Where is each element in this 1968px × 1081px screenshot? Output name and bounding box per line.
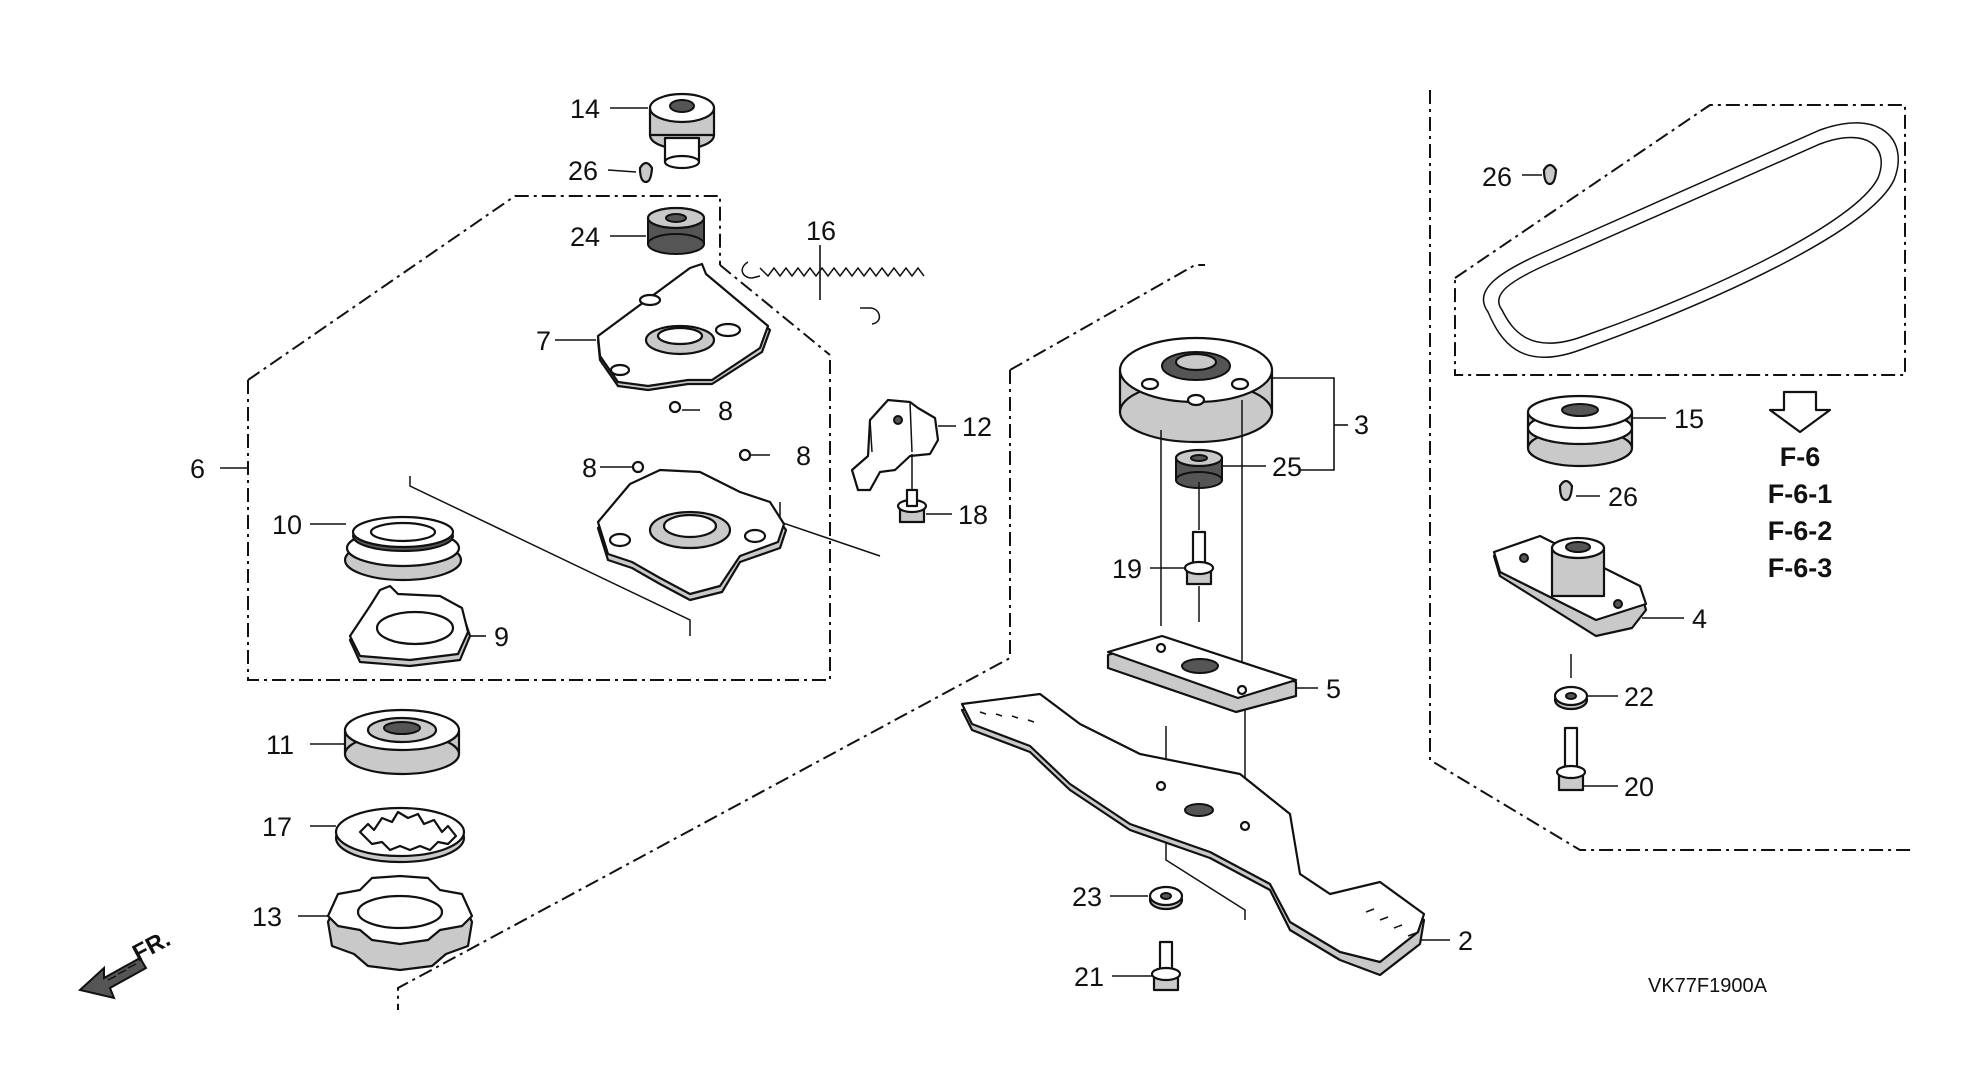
reference-f6-2: F-6-2 <box>1768 516 1833 546</box>
subgroup-line-a <box>409 476 691 636</box>
callout-8-a: 8 <box>718 396 733 426</box>
callout-11: 11 <box>266 730 294 760</box>
callout-13: 13 <box>252 902 282 932</box>
callout-24: 24 <box>570 222 600 252</box>
callout-6: 6 <box>190 454 205 484</box>
part-19-bolt <box>1183 530 1215 586</box>
part-26-key-a <box>638 161 654 184</box>
part-12-bracket <box>850 398 940 492</box>
part-lower-plate <box>596 468 788 602</box>
callout-25: 25 <box>1272 452 1302 482</box>
callout-9: 9 <box>494 622 509 652</box>
part-10-spring-coil <box>343 515 463 582</box>
callout-17: 17 <box>262 812 292 842</box>
part-4-pulley-mount <box>1492 534 1648 638</box>
callout-22: 22 <box>1624 682 1654 712</box>
part-22-washer <box>1553 685 1589 711</box>
callout-18: 18 <box>958 500 988 530</box>
callout-7: 7 <box>536 326 551 356</box>
assembly-axis-lines <box>1160 400 1246 920</box>
part-14-pulley <box>648 92 716 170</box>
callout-2: 2 <box>1458 926 1473 956</box>
front-direction-arrow <box>77 956 148 1000</box>
part-18-bolt <box>896 454 928 524</box>
belt-group-boundary <box>1429 90 1915 851</box>
blade-group-boundary <box>397 264 1205 1010</box>
callout-26-lower: 26 <box>1608 482 1638 512</box>
part-24-bearing <box>646 206 706 255</box>
part-16-spring <box>741 261 925 325</box>
part-11-pulley-plate <box>343 708 461 776</box>
reference-arrow <box>1768 390 1832 434</box>
part-9-clip <box>348 584 472 668</box>
reference-f6-3: F-6-3 <box>1768 553 1833 583</box>
callout-19: 19 <box>1112 554 1142 584</box>
part-23-washer <box>1148 885 1184 911</box>
callout-26-top: 26 <box>568 156 598 186</box>
part-15-pulley <box>1526 394 1634 468</box>
part-8-ball-c <box>631 460 645 474</box>
belt <box>1482 122 1899 359</box>
callout-4: 4 <box>1692 604 1707 634</box>
callout-21: 21 <box>1074 962 1104 992</box>
part-26-key-b <box>1542 163 1558 186</box>
callout-5: 5 <box>1326 674 1341 704</box>
part-20-bolt <box>1555 726 1587 792</box>
callout-20: 20 <box>1624 772 1654 802</box>
callout-10: 10 <box>272 510 302 540</box>
callout-12: 12 <box>962 412 992 442</box>
callout-8-c: 8 <box>796 441 811 471</box>
part-8-ball-a <box>668 400 682 414</box>
part-13-nut <box>326 874 474 972</box>
callout-15: 15 <box>1674 404 1704 434</box>
part-7-plate <box>596 262 772 392</box>
callout-8-b: 8 <box>582 453 597 483</box>
part-17-washer <box>334 806 466 864</box>
reference-f6: F-6 <box>1780 442 1821 472</box>
callout-23: 23 <box>1072 882 1102 912</box>
part-26-key-c <box>1558 479 1574 502</box>
callout-26-right: 26 <box>1482 162 1512 192</box>
diagram-code: VK77F1900A <box>1648 975 1768 997</box>
part-2-blade <box>960 692 1426 977</box>
callout-14: 14 <box>570 94 600 124</box>
part-5-plate <box>1106 634 1298 714</box>
reference-f6-1: F-6-1 <box>1768 479 1833 509</box>
part-8-ball-b <box>738 448 752 462</box>
leader-lines <box>220 107 1684 977</box>
callout-16: 16 <box>806 216 836 246</box>
part-3-blade-holder <box>1118 336 1274 444</box>
callout-3: 3 <box>1354 410 1369 440</box>
part-25-bearing <box>1174 448 1224 489</box>
group-6-boundary <box>247 195 831 681</box>
part-21-bolt <box>1150 940 1182 992</box>
